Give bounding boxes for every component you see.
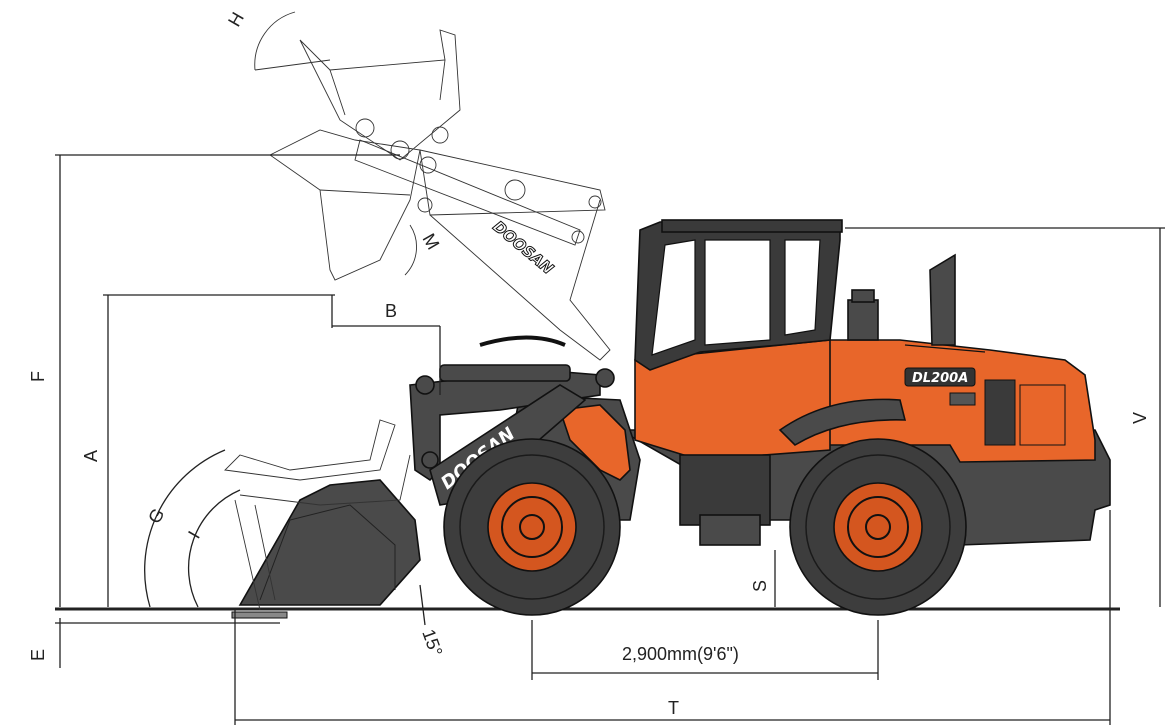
cab-window-front (651, 239, 696, 356)
label-S: S (750, 580, 770, 592)
label-V: V (1130, 412, 1150, 424)
label-T: T (668, 698, 679, 718)
raised-bucket-outline (254, 11, 611, 361)
wheelbase-label: 2,900mm(9'6") (622, 644, 739, 664)
raised-boom-brand-text: DOOSAN (489, 217, 557, 278)
cab-window-rear (784, 239, 821, 336)
label-A: A (81, 450, 101, 462)
model-badge: DL200A (912, 371, 968, 386)
rear-wheel (789, 438, 967, 616)
cab-door-window (704, 239, 771, 346)
raised-boom-brand: DOOSAN (489, 217, 558, 279)
label-F: F (28, 371, 48, 382)
label-G: G (144, 505, 168, 527)
dimension-lines (55, 154, 1165, 725)
label-B: B (385, 301, 397, 321)
label-M: M (419, 230, 444, 253)
exhaust-stack (929, 253, 956, 346)
label-E: E (28, 649, 48, 661)
angle-label: 15° (418, 627, 446, 659)
label-H: H (224, 9, 248, 30)
front-wheel (443, 438, 621, 616)
loader-body: DL200A (499, 219, 1111, 546)
lowered-bucket (224, 419, 421, 619)
